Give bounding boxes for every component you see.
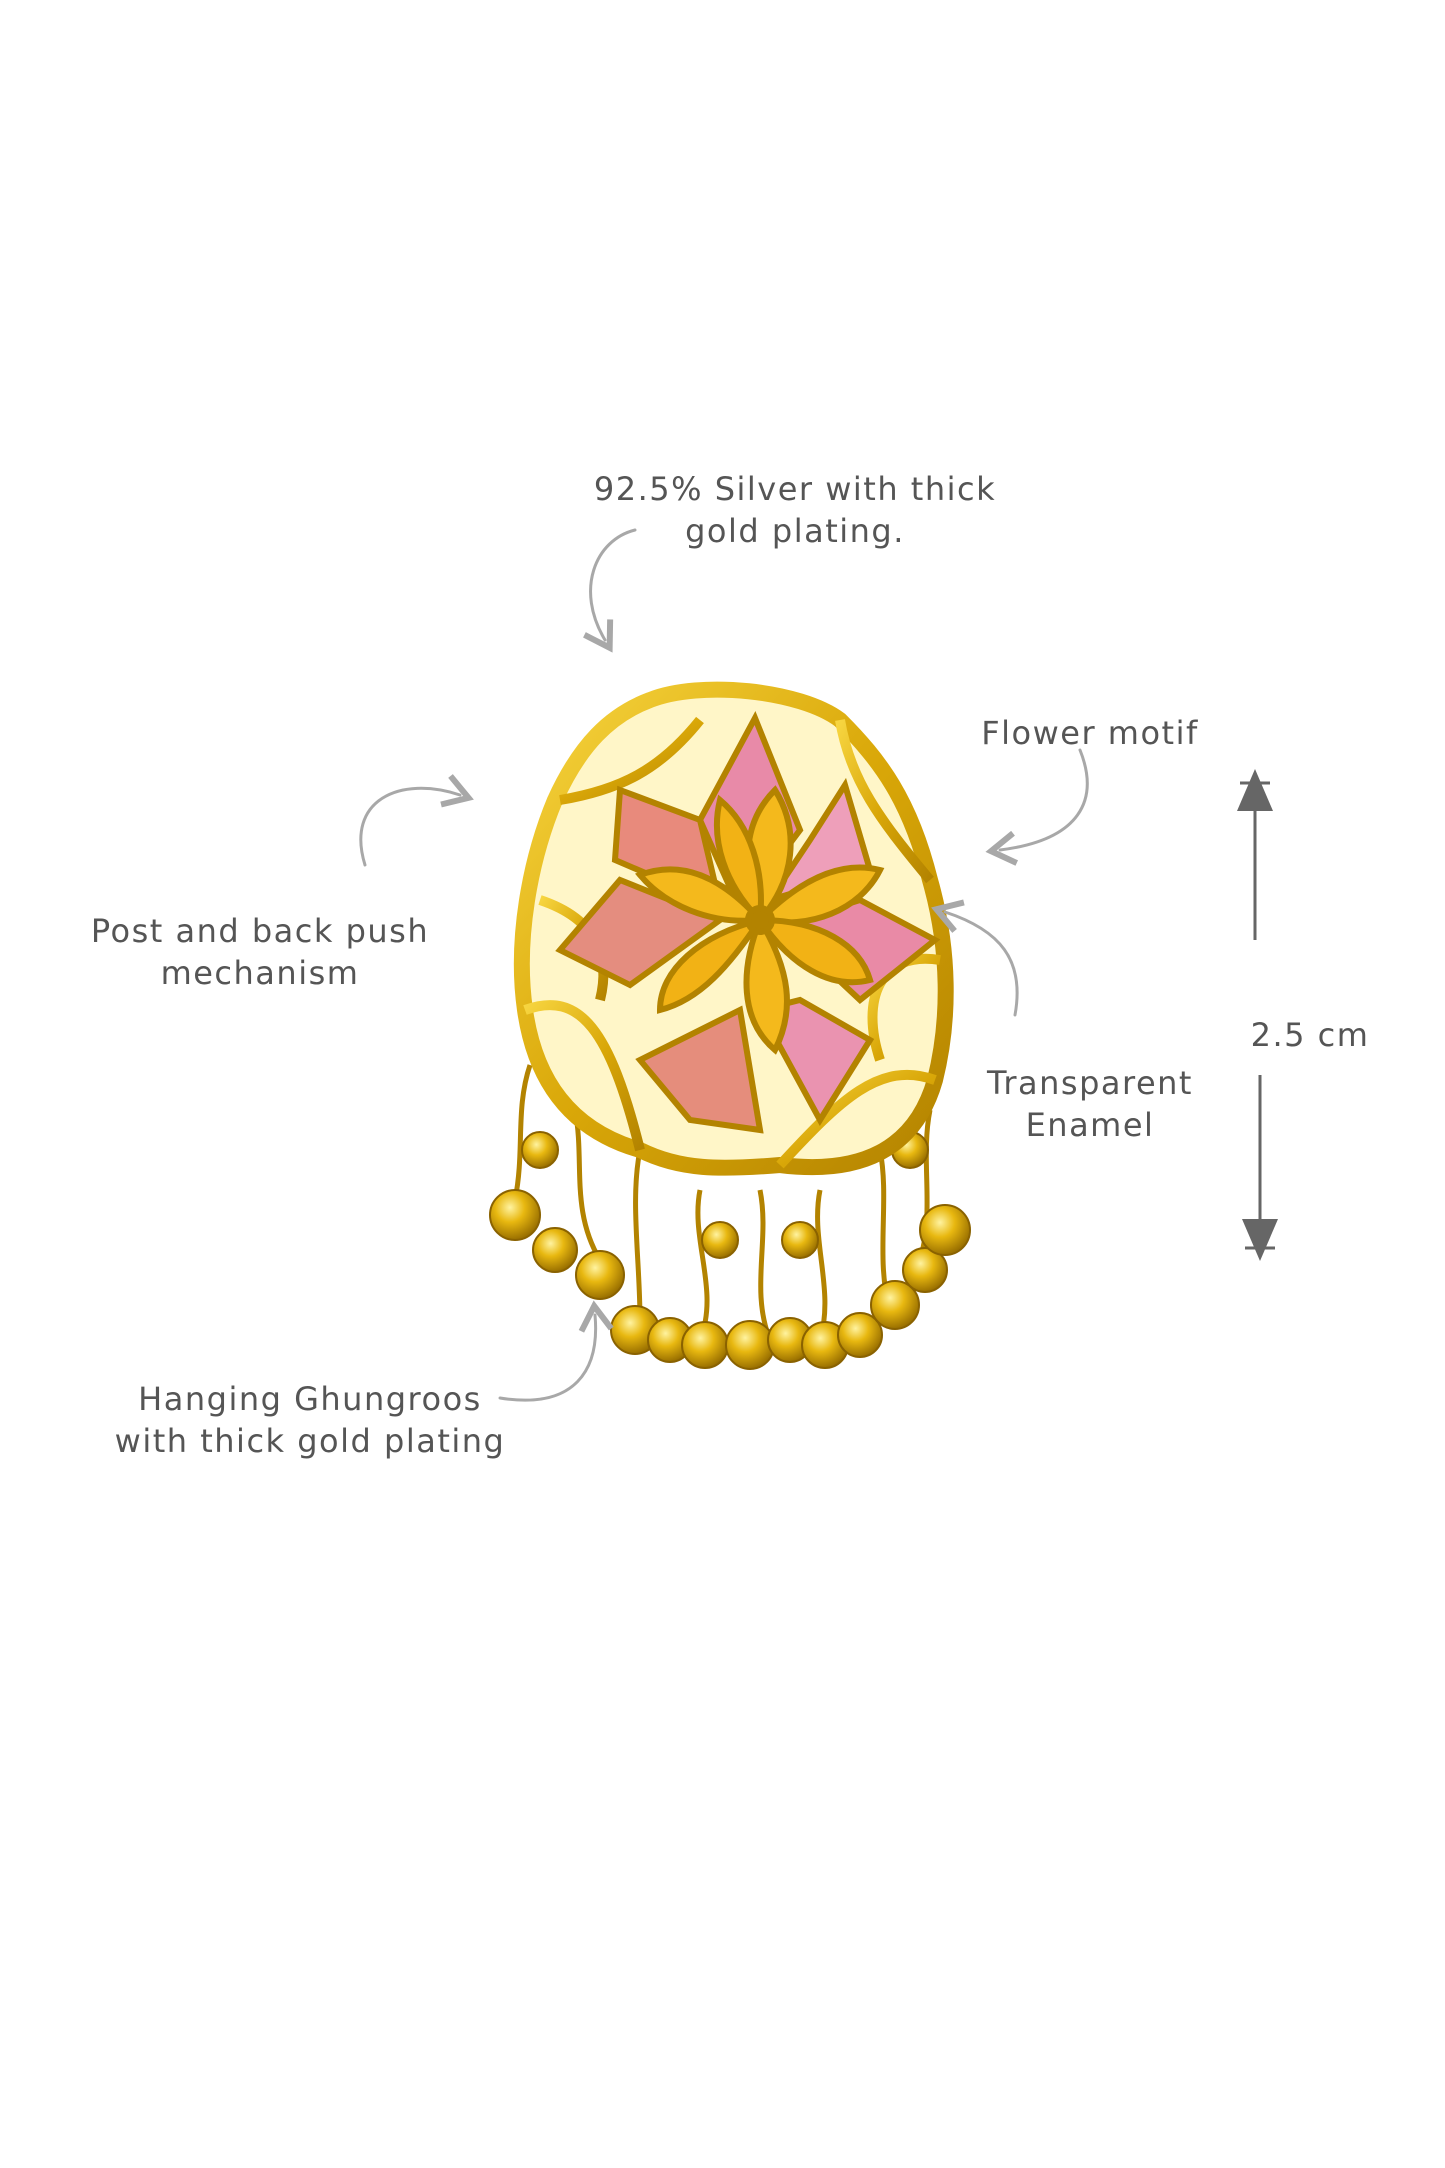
earring-image xyxy=(489,681,971,1370)
label-line: Transparent xyxy=(987,1064,1193,1102)
label-line: Enamel xyxy=(1025,1106,1155,1144)
label-line: Hanging Ghungroos xyxy=(138,1380,482,1418)
label-post-mechanism: Post and back push mechanism xyxy=(70,910,450,994)
flower-arrow xyxy=(985,748,1089,866)
label-flower-motif: Flower motif xyxy=(960,712,1220,754)
label-line: gold plating. xyxy=(685,512,905,550)
label-line: 92.5% Silver with thick xyxy=(593,470,997,508)
flower-motif xyxy=(555,710,941,1134)
label-line: with thick gold plating xyxy=(114,1422,506,1460)
label-hanging-ghungroos: Hanging Ghungroos with thick gold platin… xyxy=(90,1378,530,1462)
dimension-indicator xyxy=(1237,769,1278,1261)
dimension-label: 2.5 cm xyxy=(1225,1014,1395,1056)
label-transparent-enamel: Transparent Enamel xyxy=(960,1062,1220,1146)
label-line: Flower motif xyxy=(981,714,1199,752)
label-line: 2.5 cm xyxy=(1250,1016,1370,1054)
label-line: mechanism xyxy=(160,954,360,992)
label-silver-plating: 92.5% Silver with thick gold plating. xyxy=(540,468,1050,552)
post-arrow xyxy=(359,774,474,867)
ghungroo-arrow xyxy=(498,1300,614,1402)
label-line: Post and back push xyxy=(90,912,430,950)
annotation-arrows xyxy=(359,528,1089,1402)
silver-arrow xyxy=(583,528,637,653)
enamel-arrow xyxy=(931,899,1019,1017)
